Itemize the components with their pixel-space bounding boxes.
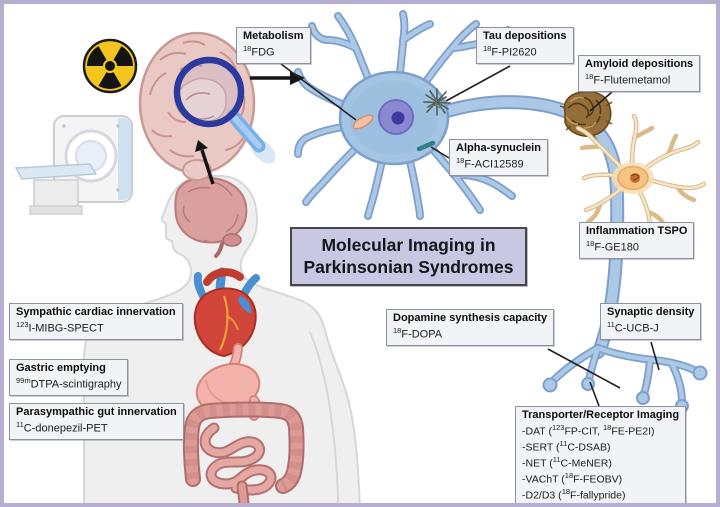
label-tracer: 18F-GE180 bbox=[586, 238, 639, 254]
tracer-list-item: -D2/D3 (18F-fallypride) bbox=[522, 487, 626, 502]
label-tracer: 18FDG bbox=[243, 43, 275, 59]
label-tau-depositions: Tau depositions 18F-PI2620 bbox=[476, 27, 574, 64]
label-tracer: 11C-donepezil-PET bbox=[16, 419, 108, 435]
label-title: Sympathic cardiac innervation bbox=[16, 306, 176, 318]
label-gastric-emptying: Gastric emptying 99mDTPA-scintigraphy bbox=[9, 359, 129, 396]
label-title: Inflammation TSPO bbox=[586, 225, 688, 237]
label-tracer: 18F-DOPA bbox=[393, 325, 443, 341]
label-inflammation: Inflammation TSPO 18F-GE180 bbox=[579, 222, 695, 259]
label-title: Transporter/Receptor Imaging bbox=[522, 409, 680, 421]
label-tracer: 123I-MIBG-SPECT bbox=[16, 319, 104, 335]
label-sympathetic-cardiac: Sympathic cardiac innervation 123I-MIBG-… bbox=[9, 303, 183, 340]
tracer-list-item: -SERT (11C-DSAB) bbox=[522, 438, 611, 454]
tracer-list-item: -DAT (123FP-CIT, 18FE-PE2I) bbox=[522, 422, 655, 438]
axon-terminals bbox=[542, 344, 708, 413]
label-title: Gastric emptying bbox=[16, 362, 106, 374]
label-synaptic-density: Synaptic density 11C-UCB-J bbox=[600, 303, 702, 340]
microglia-cell-illustration bbox=[575, 113, 707, 231]
label-title: Amyloid depositions bbox=[585, 58, 694, 70]
label-dopamine-synthesis: Dopamine synthesis capacity 18F-DOPA bbox=[386, 309, 555, 346]
mitochondrion bbox=[352, 114, 374, 130]
label-parasympathetic-gut: Parasympathic gut innervation 11C-donepe… bbox=[9, 403, 184, 440]
label-transporter-receptor: Transporter/Receptor Imaging -DAT (123FP… bbox=[515, 406, 687, 507]
title-line-2: Parkinsonian Syndromes bbox=[303, 257, 514, 278]
label-title: Alpha-synuclein bbox=[456, 142, 541, 154]
alpha-synuclein-aggregate bbox=[416, 140, 436, 152]
intestines-illustration bbox=[182, 401, 305, 507]
label-title: Tau depositions bbox=[483, 30, 567, 42]
label-amyloid-depositions: Amyloid depositions 18F-Flutemetamol bbox=[578, 55, 701, 92]
pet-ct-scanner-illustration bbox=[14, 115, 133, 215]
nucleolus bbox=[391, 111, 405, 125]
label-title: Synaptic density bbox=[607, 306, 695, 318]
label-tracer: 18F-Flutemetamol bbox=[585, 71, 671, 87]
magnifying-glass-icon bbox=[173, 56, 276, 164]
label-metabolism: Metabolism 18FDG bbox=[236, 27, 311, 64]
label-tracer: 99mDTPA-scintigraphy bbox=[16, 375, 122, 391]
tau-tangle bbox=[423, 88, 451, 116]
label-tracer: 18F-PI2620 bbox=[483, 43, 537, 59]
label-title: Dopamine synthesis capacity bbox=[393, 312, 548, 324]
title-line-1: Molecular Imaging in bbox=[321, 235, 496, 255]
connector-lines bbox=[280, 63, 660, 407]
tracer-list-item: -NET (11C-MeNER) bbox=[522, 455, 612, 470]
radiation-hazard-icon bbox=[82, 38, 138, 94]
label-tracer: 11C-UCB-J bbox=[607, 319, 659, 335]
label-alpha-synuclein: Alpha-synuclein 18F-ACI12589 bbox=[449, 139, 548, 176]
label-title: Metabolism bbox=[243, 30, 304, 42]
label-title: Parasympathic gut innervation bbox=[16, 406, 177, 418]
arrow-head-to-brain bbox=[195, 140, 215, 185]
heart-illustration bbox=[193, 267, 260, 358]
figure-title: Molecular Imaging in Parkinsonian Syndro… bbox=[290, 227, 527, 286]
label-tracer: 18F-ACI12589 bbox=[456, 155, 524, 171]
tracer-list-item: -VAChT (18F-FEOBV) bbox=[522, 471, 623, 486]
